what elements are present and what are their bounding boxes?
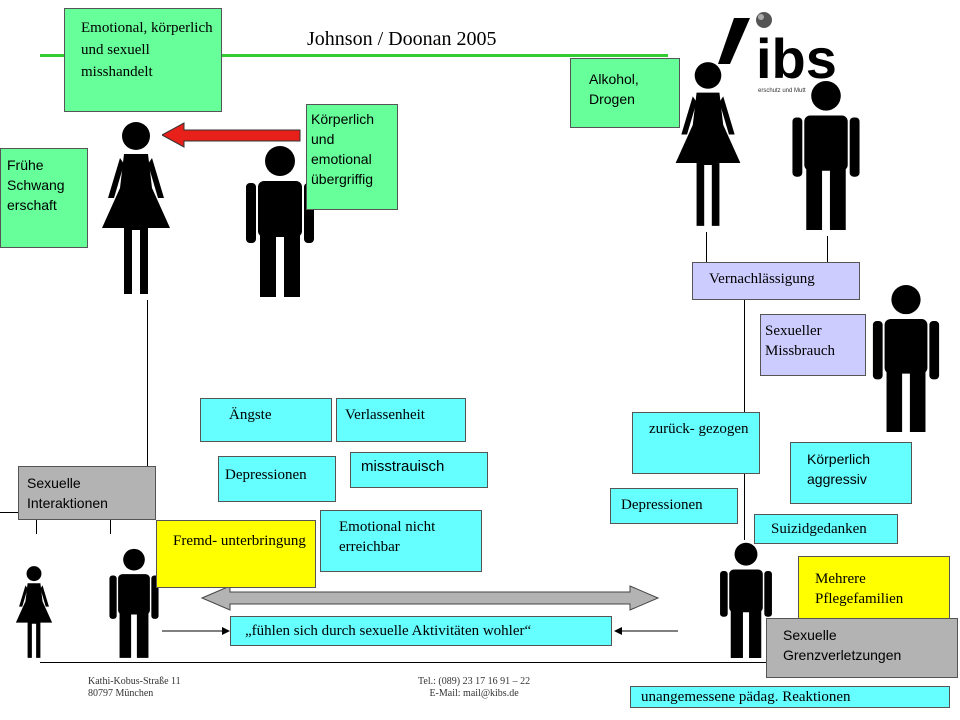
footer-contact: Tel.: (089) 23 17 16 91 – 22 E-Mail: mai… <box>418 676 530 700</box>
label-suizidgedanken: Suizidgedanken <box>754 514 898 544</box>
label-fruehe-schwangerschaft: Frühe Schwang erschaft <box>0 148 88 248</box>
right-small-arrow <box>614 627 678 635</box>
right-tick-2 <box>827 236 828 262</box>
bottom-rule <box>40 662 958 663</box>
man-figure-right-middle <box>872 284 940 432</box>
label-unangemessene-reaktionen: unangemessene pädag. Reaktionen <box>630 686 950 708</box>
header-rule <box>40 54 668 57</box>
page-title: Johnson / Doonan 2005 <box>307 28 497 50</box>
footer-address-line2: 80797 München <box>88 688 154 699</box>
label-zurueckgezogen: zurück- gezogen <box>632 412 760 474</box>
left-small-arrow <box>162 627 230 635</box>
label-aengste: Ängste <box>200 398 332 442</box>
woman-figure-mother <box>102 122 170 294</box>
small-woman-figure <box>15 566 53 658</box>
label-fremdunterbringung: Fremd- unterbringung <box>156 520 316 588</box>
label-emotional-misshandelt: Emotional, körperlich und sexuell missha… <box>64 8 222 112</box>
label-depressionen-left: Depressionen <box>218 456 336 502</box>
label-sexuelle-interaktionen: Sexuelle Interaktionen <box>18 466 156 520</box>
left-tick-1 <box>36 512 37 534</box>
label-sexueller-missbrauch: Sexueller Missbrauch <box>760 314 866 376</box>
footer-address-line1: Kathi-Kobus-Straße 11 <box>88 676 181 687</box>
label-emotional-nicht-erreichbar: Emotional nicht erreichbar <box>320 510 482 572</box>
label-sexuelle-grenzverletzungen: Sexuelle Grenzverletzungen <box>766 618 958 678</box>
label-misstrauisch: misstrauisch <box>350 452 488 488</box>
label-koerperlich-aggressiv: Körperlich aggressiv <box>790 442 912 504</box>
footer-contact-line2: E-Mail: mail@kibs.de <box>429 688 519 699</box>
logo-tagline: erschutz und Mutt <box>758 88 806 94</box>
man-figure-father <box>246 146 314 297</box>
label-verlassenheit: Verlassenheit <box>336 398 466 442</box>
label-alkohol-drogen: Alkohol, Drogen <box>570 58 680 128</box>
label-vernachlaessigung: Vernachlässigung <box>692 262 860 300</box>
man-figure-right-top <box>792 80 860 230</box>
right-tick-1 <box>706 232 707 262</box>
logo-wordmark: ibs <box>756 27 837 90</box>
left-tick-2 <box>110 512 111 534</box>
label-fuehlen-sich: „fühlen sich durch sexuelle Aktivitäten … <box>230 616 612 646</box>
small-man-figure-right <box>720 542 772 658</box>
footer-address: Kathi-Kobus-Straße 11 80797 München <box>88 676 181 700</box>
ibs-logo-graphic: ibs erschutz und Mutt <box>718 12 837 94</box>
footer-contact-line1: Tel.: (089) 23 17 16 91 – 22 <box>418 676 531 687</box>
red-arrow <box>162 122 301 148</box>
label-depressionen-right: Depressionen <box>610 488 738 524</box>
label-koerperlich-uebergriffig: Körperlich und emotional übergriffig <box>306 104 398 210</box>
left-vertical-line <box>147 300 148 470</box>
ibs-logo: ibs erschutz und Mutt <box>700 6 880 96</box>
double-arrow <box>200 585 660 611</box>
small-man-figure-left <box>109 548 159 658</box>
woman-figure-right <box>675 62 741 226</box>
label-mehrere-pflegefamilien: Mehrere Pflegefamilien <box>798 556 950 620</box>
